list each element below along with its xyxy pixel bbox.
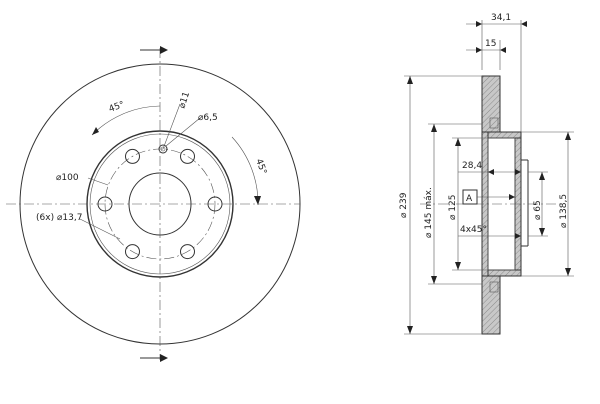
dim-138-arrow-top xyxy=(565,132,571,140)
dim-28-arrow-left xyxy=(488,169,494,175)
locating-hole-inner xyxy=(160,146,166,152)
hole-small-label: ⌀11 xyxy=(177,91,192,110)
bore-diameter-label: ⌀ 65 xyxy=(533,200,543,220)
disc-thickness-label: 15 xyxy=(485,39,496,49)
hat-bottom-section xyxy=(487,269,522,277)
dim-125-arrow-bottom xyxy=(455,262,461,270)
center-hole-label: (6x) ⌀13,7 xyxy=(36,213,82,223)
side-view: 34,1 15 ⌀ 239 xyxy=(399,13,574,335)
detail-mark-upper xyxy=(489,117,499,129)
dim-138-arrow-bottom xyxy=(565,268,571,276)
dim-145-arrow-bottom xyxy=(431,276,437,284)
leader-hole-small xyxy=(162,103,181,150)
section-arrowhead-bottom xyxy=(160,354,168,362)
bolt-hole xyxy=(180,148,195,164)
leader-hole-bolt xyxy=(165,117,201,147)
inner-diameter-label: ⌀ 138,5 xyxy=(559,194,569,228)
dim-65-arrow-bottom xyxy=(539,228,545,236)
leader-center-hole xyxy=(79,218,121,240)
angle-top-label: 45° xyxy=(108,100,126,115)
datum-arrow xyxy=(509,194,515,200)
angle-arc-top-arrow xyxy=(92,127,99,135)
disc-section-upper xyxy=(481,75,501,133)
front-view: 45° 45° ⌀11 ⌀6,5 ⌀100 (6x) ⌀13,7 xyxy=(6,46,301,362)
dim-145-arrow-top xyxy=(431,124,437,132)
dim-total-arrow-left xyxy=(476,21,482,27)
outer-diameter-label: ⌀ 239 xyxy=(399,192,409,218)
dim-65-arrow-top xyxy=(539,172,545,180)
angle-arc-right xyxy=(231,136,259,206)
leader-pcd xyxy=(87,177,109,186)
angle-arc-right-arrow xyxy=(254,196,261,205)
angle-arc-top xyxy=(91,105,161,136)
dim-239-arrow-bottom xyxy=(407,326,413,334)
chamfer-arrow xyxy=(515,233,521,239)
dim-239-arrow-top xyxy=(407,76,413,84)
hole-bolt-label: ⌀6,5 xyxy=(198,113,218,123)
dim-28-arrow-right xyxy=(515,169,521,175)
section-arrowhead-top xyxy=(160,46,168,54)
locating-hole xyxy=(158,144,168,154)
total-thickness-label: 34,1 xyxy=(491,13,511,23)
dim-total-arrow-right xyxy=(521,21,527,27)
detail-mark-lower xyxy=(489,281,499,293)
bolt-holes xyxy=(97,148,223,260)
chamfer-label: 4x45° xyxy=(460,225,487,235)
pcd-label: ⌀100 xyxy=(56,173,79,183)
bolt-hole xyxy=(180,244,195,260)
datum-label: A xyxy=(466,194,473,204)
dim-disc-arrow-left xyxy=(476,47,482,53)
bolt-hole xyxy=(125,244,140,260)
bolt-hole xyxy=(125,148,140,164)
angle-right-label: 45° xyxy=(253,158,268,176)
dim-disc-arrow-right xyxy=(500,47,506,53)
hat-diameter-label: ⌀ 145 máx. xyxy=(424,187,434,238)
centering-diameter-label: ⌀ 125 xyxy=(448,195,458,220)
hub-depth-label: 28,4 xyxy=(462,161,482,171)
dim-125-arrow-top xyxy=(455,138,461,146)
disc-section-lower xyxy=(481,275,501,335)
hat-top-section xyxy=(487,131,522,139)
